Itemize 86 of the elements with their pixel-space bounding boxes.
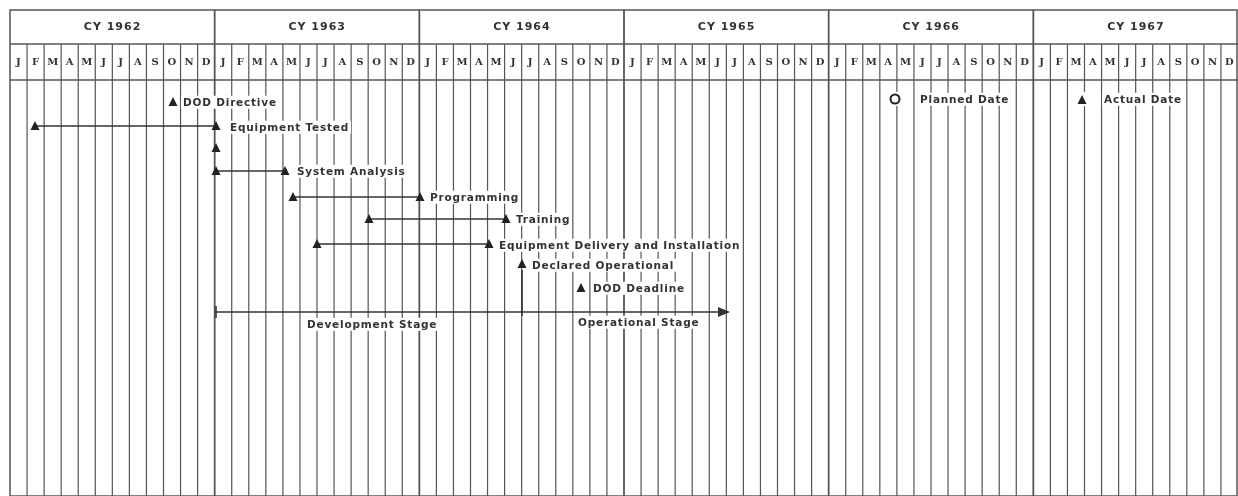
- month-header: M: [81, 57, 93, 67]
- legend-label: Actual Date: [1102, 92, 1184, 106]
- month-header: J: [527, 57, 533, 67]
- month-header: N: [184, 57, 194, 67]
- task-label: DOD Directive: [181, 95, 279, 109]
- task-label: Development Stage: [305, 317, 440, 331]
- month-header: N: [1003, 57, 1013, 67]
- month-header: O: [1190, 57, 1200, 67]
- year-header: CY 1962: [83, 21, 142, 32]
- month-header: O: [576, 57, 586, 67]
- month-header: M: [661, 57, 673, 67]
- month-header: D: [201, 57, 211, 67]
- month-header: A: [884, 57, 893, 67]
- month-header: J: [323, 57, 328, 67]
- month-header: A: [543, 57, 551, 67]
- month-header: J: [732, 57, 738, 67]
- month-header: F: [850, 57, 858, 67]
- year-header: CY 1963: [288, 21, 346, 32]
- month-header: O: [167, 57, 177, 67]
- month-header: M: [490, 57, 502, 67]
- month-header: J: [220, 57, 226, 67]
- month-header: J: [919, 57, 925, 67]
- task-label: Equipment Tested: [228, 120, 352, 134]
- month-header: S: [560, 57, 569, 67]
- month-header: O: [372, 57, 381, 67]
- month-header: A: [952, 57, 961, 67]
- month-header: M: [695, 57, 707, 67]
- month-header: N: [389, 57, 399, 67]
- month-header: J: [101, 57, 107, 67]
- month-header: J: [305, 57, 311, 67]
- month-header: A: [270, 57, 279, 67]
- task-label: Declared Operational: [530, 258, 677, 272]
- month-header: A: [1157, 57, 1165, 67]
- year-header: CY 1967: [1107, 21, 1165, 32]
- month-header: S: [970, 57, 978, 67]
- month-header: D: [1224, 57, 1234, 67]
- month-header: D: [815, 57, 825, 67]
- month-header: J: [630, 57, 635, 67]
- month-header: F: [32, 57, 40, 67]
- month-header: D: [1020, 57, 1029, 67]
- month-header: A: [133, 57, 142, 67]
- month-header: O: [781, 57, 791, 67]
- month-header: D: [406, 57, 415, 67]
- month-header: A: [747, 57, 756, 67]
- month-header: O: [986, 57, 995, 67]
- year-header: CY 1965: [697, 21, 756, 32]
- month-header: M: [865, 57, 877, 67]
- month-header: J: [118, 57, 124, 67]
- month-header: F: [441, 57, 449, 67]
- month-header: J: [425, 57, 431, 67]
- month-header: S: [356, 57, 364, 67]
- month-header: J: [1039, 57, 1045, 67]
- year-header: CY 1964: [493, 21, 551, 32]
- month-header: S: [765, 57, 773, 67]
- task-label: DOD Deadline: [591, 281, 687, 295]
- month-header: J: [715, 57, 721, 67]
- month-header: N: [798, 57, 808, 67]
- month-header: J: [1124, 57, 1130, 67]
- month-header: M: [899, 57, 911, 67]
- task-label: System Analysis: [295, 164, 408, 178]
- month-header: F: [646, 57, 654, 67]
- month-header: A: [338, 57, 347, 67]
- month-header: M: [251, 57, 263, 67]
- month-header: J: [16, 57, 21, 67]
- month-header: M: [456, 57, 468, 67]
- month-header: M: [1104, 57, 1116, 67]
- month-header: M: [47, 57, 59, 67]
- month-header: F: [236, 57, 244, 67]
- month-header: J: [1141, 57, 1147, 67]
- month-header: M: [285, 57, 297, 67]
- month-header: J: [937, 57, 942, 67]
- month-header: J: [510, 57, 516, 67]
- month-header: S: [1174, 57, 1183, 67]
- month-header: M: [1070, 57, 1082, 67]
- month-header: J: [834, 57, 840, 67]
- month-header: A: [475, 57, 483, 67]
- month-header: D: [610, 57, 620, 67]
- month-header: A: [65, 57, 74, 67]
- year-header: CY 1966: [902, 21, 960, 32]
- task-label: Operational Stage: [576, 315, 702, 329]
- month-header: N: [593, 57, 604, 67]
- month-header: F: [1055, 57, 1063, 67]
- month-header: A: [1089, 57, 1097, 67]
- month-header: N: [1207, 57, 1218, 67]
- month-header: S: [151, 57, 159, 67]
- month-header: A: [679, 57, 688, 67]
